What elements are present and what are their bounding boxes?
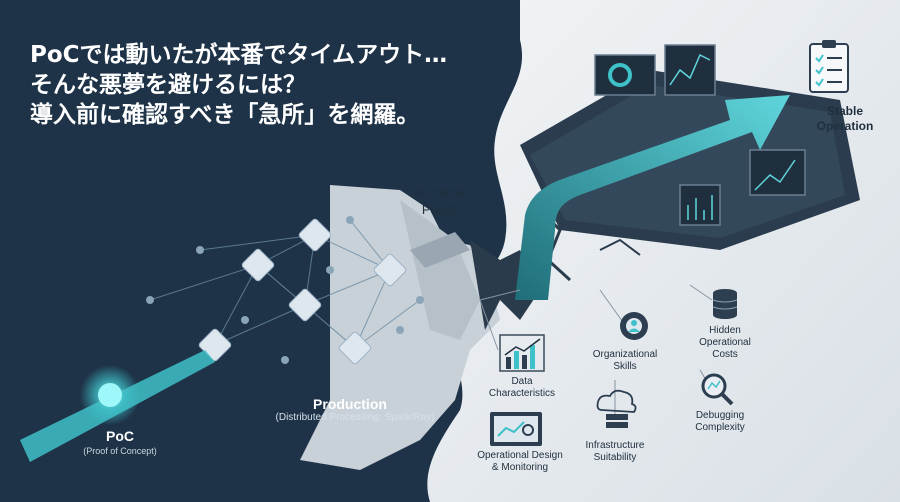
critical-points-line-1: 6 Critical (414, 185, 466, 200)
pipeline (410, 232, 470, 268)
stable-operation-label: Stable Operation (800, 104, 890, 134)
icon-gear-person (620, 312, 648, 340)
point-infra-line-2: Suitability (593, 452, 637, 463)
icon-magnifier (701, 373, 734, 406)
production-title: Production (313, 396, 387, 412)
point-monitoring-line-2: & Monitoring (491, 462, 549, 473)
point-operational-design: Operational Design & Monitoring (465, 450, 575, 474)
point-costs-line-1: Hidden (709, 325, 741, 336)
point-costs-line-2: Operational (699, 337, 751, 348)
icon-coins (712, 289, 738, 319)
poc-subtitle: (Proof of Concept) (83, 446, 157, 456)
dashboard-panels (594, 44, 806, 226)
point-costs-line-3: Costs (712, 349, 738, 360)
point-monitoring-line-1: Operational Design (477, 450, 563, 461)
point-organizational-skills: Organizational Skills (580, 349, 670, 373)
stable-operation-line-2: Operation (816, 119, 874, 133)
point-debugging: Debugging Complexity (680, 410, 760, 434)
point-hidden-costs: Hidden Operational Costs (685, 325, 765, 361)
point-skills-line-2: Skills (613, 361, 637, 372)
point-data-line-1: Data (511, 376, 533, 387)
headline-line-2: そんな悪夢を避けるには？ (30, 72, 306, 98)
headline: PoCでは動いたが本番でタイムアウト… そんな悪夢を避けるには？ 導入前に確認す… (30, 40, 447, 130)
icon-monitor (490, 412, 542, 446)
icon-clipboard (809, 40, 849, 93)
icon-data-chart (499, 334, 545, 372)
point-data-line-2: Characteristics (488, 388, 556, 399)
network-nodes (146, 216, 424, 364)
headline-line-3: 導入前に確認すべき「急所」を網羅。 (30, 102, 420, 128)
point-debugging-line-2: Complexity (695, 422, 745, 433)
stable-operation-line-1: Stable (826, 104, 863, 118)
progress-arrow (515, 95, 790, 300)
point-data-characteristics: Data Characteristics (472, 376, 572, 400)
critical-points-label: 6 Critical Points (405, 184, 475, 218)
production-subtitle: (Distributed Processing: Spark/Ray) (275, 412, 435, 423)
critical-points-line-2: Points (421, 202, 459, 217)
network-boxes (198, 218, 407, 365)
headline-line-1: PoCでは動いたが本番でタイムアウト… (30, 42, 448, 68)
icon-cloud-server (596, 389, 637, 428)
point-debugging-line-1: Debugging (695, 410, 745, 421)
point-skills-line-1: Organizational (592, 349, 658, 360)
point-infra-line-1: Infrastructure (585, 440, 645, 451)
point-infrastructure: Infrastructure Suitability (570, 440, 660, 464)
poc-title: PoC (106, 428, 134, 444)
